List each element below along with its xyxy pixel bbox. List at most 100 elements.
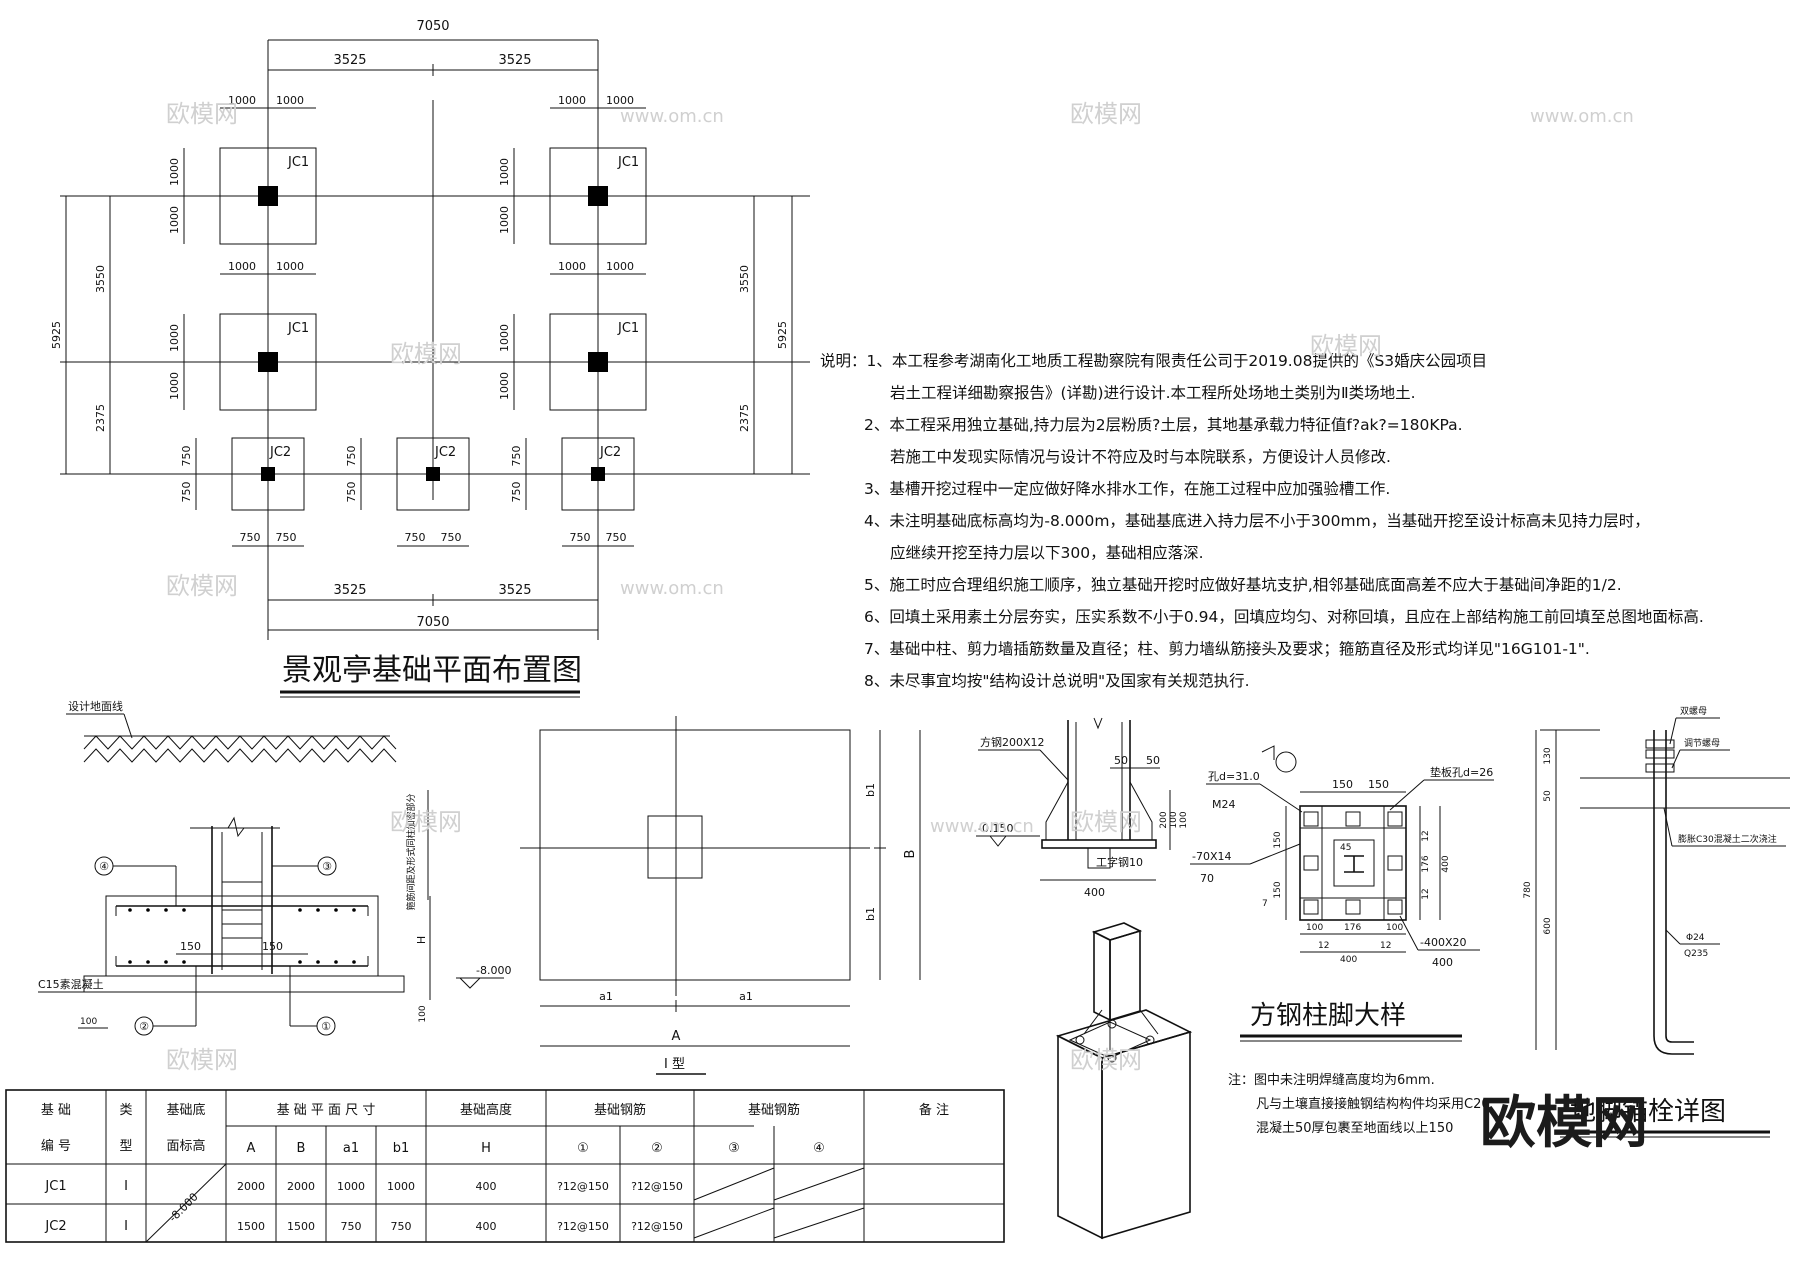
- th-sub-B: B: [297, 1141, 306, 1156]
- dim-v-750-b: 750: [180, 482, 193, 503]
- watermark-2: 欧模网: [1070, 100, 1142, 128]
- dim-b1-top: b1: [864, 783, 877, 797]
- td-row1-r1: ?12@150: [557, 1180, 609, 1193]
- note-line-3: 2、本工程采用独立基础,持力层为2层粉质?土层，其地基承载力特征值f?ak?=1…: [864, 416, 1463, 434]
- watermark-3: 欧模网: [390, 340, 462, 368]
- th-type-2: 型: [119, 1139, 132, 1154]
- th-sub-1: ①: [577, 1141, 589, 1156]
- dim-3550-right: 3550: [738, 265, 751, 293]
- dim-half-bottom-left: 3525: [333, 583, 366, 598]
- callout-2: ②: [139, 1020, 149, 1033]
- dim-v-750-f: 750: [510, 482, 523, 503]
- th-note: 备 注: [919, 1102, 949, 1118]
- dim-v-1000-c: 1000: [498, 158, 511, 186]
- rebar-dots: [128, 908, 356, 964]
- weld-note-3: 混凝土50厚包裹至地面线以上150: [1256, 1120, 1453, 1136]
- dim-200: 200: [1159, 811, 1169, 828]
- dim-5925-right: 5925: [776, 321, 789, 349]
- watermark-url-4: www.om.cn: [930, 816, 1034, 837]
- td-row2-a1: 750: [341, 1220, 362, 1233]
- dim-v-1000-f: 1000: [168, 372, 181, 400]
- dim-750-d: 750: [441, 531, 462, 544]
- anchor-bolt-detail: 130 50 780 600 双螺母 调节螺母 膨胀C30混凝土二次浇注 Φ24…: [1523, 706, 1790, 1138]
- plate-label: -70X14: [1192, 850, 1232, 863]
- th-sub-A: A: [247, 1141, 256, 1156]
- ground-line-label: 设计地面线: [68, 699, 123, 713]
- dim-750-a: 750: [240, 531, 261, 544]
- dim-v-1000-h: 1000: [498, 372, 511, 400]
- dim-v-1000-a: 1000: [168, 158, 181, 186]
- td-row1-B: 2000: [287, 1180, 315, 1193]
- th-elev-2: 面标高: [166, 1138, 205, 1154]
- dim-total-top: 7050: [416, 19, 449, 34]
- watermarks: 欧模网 欧模网 欧模网 欧模网 欧模网 欧模网 欧模网 欧模网 欧模网 www.…: [166, 100, 1648, 1156]
- dim-400-base: 400: [1432, 956, 1453, 969]
- dim-750-f: 750: [606, 531, 627, 544]
- dim-150-left-b: 150: [1273, 881, 1283, 898]
- label-jc1-b: JC1: [617, 155, 639, 170]
- th-sub-b1: b1: [393, 1141, 410, 1156]
- plan-title: 景观亭基础平面布置图: [282, 653, 582, 688]
- note-line-1: 说明：1、本工程参考湖南化工地质工程勘察院有限责任公司于2019.08提供的《S…: [820, 351, 1487, 370]
- dim-v-750-c: 750: [345, 446, 358, 467]
- callout-3: ③: [322, 860, 332, 873]
- dim-a1-right: a1: [739, 990, 753, 1003]
- dim-A: A: [672, 1029, 681, 1044]
- td-row1-type: I: [124, 1179, 128, 1194]
- dim-750-b: 750: [276, 531, 297, 544]
- column-foot-title: 方钢柱脚大样: [1250, 1001, 1406, 1031]
- lean-concrete: [83, 975, 405, 993]
- dim-150-top-b: 150: [1368, 778, 1389, 791]
- td-row1-r2: ?12@150: [631, 1180, 683, 1193]
- weld-note: 注：图中未注明焊缝高度均为6mm. 凡与土壤直接接触钢结构构件均采用C20 混凝…: [1228, 1072, 1490, 1136]
- dim-12-h-a: 12: [1318, 941, 1329, 951]
- label-jc1-d: JC1: [617, 321, 639, 336]
- dim-7: 7: [1262, 899, 1268, 909]
- label-jc2-b: JC2: [434, 445, 456, 460]
- th-sub-4: ④: [813, 1141, 825, 1156]
- watermark-url-1: www.om.cn: [620, 106, 724, 127]
- dim-12-b: 12: [1421, 888, 1431, 899]
- note-line-4: 若施工中发现实际情况与设计不符应及时与本院联系，方便设计人员修改.: [890, 447, 1391, 466]
- dim-130: 130: [1543, 747, 1553, 764]
- note-line-9: 6、回填土采用素土分层夯实，压实系数不小于0.94，回填应均匀、对称回填，且应在…: [864, 607, 1704, 626]
- dim-750-e: 750: [570, 531, 591, 544]
- dim-v-1000-b: 1000: [168, 206, 181, 234]
- dim-12-a: 12: [1421, 830, 1431, 841]
- dim-150-top-a: 150: [1332, 778, 1353, 791]
- th-sub-2: ②: [651, 1141, 663, 1156]
- base-plate: [1299, 805, 1407, 921]
- watermark-7: 欧模网: [166, 1046, 238, 1074]
- dim-v-750-e: 750: [510, 446, 523, 467]
- dim-100-bottom: 100: [80, 1017, 97, 1027]
- td-row2-r1: ?12@150: [557, 1220, 609, 1233]
- td-elev: -8.000: [166, 1190, 200, 1224]
- th-size: 基 础 平 面 尺 寸: [277, 1103, 376, 1118]
- label-jc1-a: JC1: [287, 155, 309, 170]
- m24-label: M24: [1212, 798, 1236, 811]
- type-i-plan: a1 a1 A b1 b1 B I 型: [520, 716, 921, 1075]
- dim-1000-a: 1000: [228, 94, 256, 107]
- th-bar-1: 基础钢筋: [594, 1102, 646, 1118]
- hole-label: 孔d=31.0: [1208, 770, 1260, 783]
- watermark-logo: 欧模网: [1480, 1091, 1648, 1156]
- watermark-5: 欧模网: [166, 572, 238, 600]
- dim-1000-e: 1000: [228, 260, 256, 273]
- foundation-plan: 7050 3525 3525 JC1 JC1 JC1 JC1 JC2 JC2 J…: [50, 19, 810, 698]
- jc1-box-mr: [549, 313, 647, 411]
- column-foot-elevation: 方钢200X12 工字钢10 400 -0.150 50 50 200 100 …: [976, 717, 1189, 899]
- jc2-box-r: [561, 437, 635, 511]
- td-row1-b1: 1000: [387, 1180, 415, 1193]
- bolt-dia: Φ24: [1686, 933, 1705, 943]
- note-line-2: 岩土工程详细勘察报告》(详勘)进行设计.本工程所处场地土类别为Ⅱ类场地土.: [890, 384, 1416, 402]
- dim-v-1000-g: 1000: [498, 324, 511, 352]
- th-sub-3: ③: [728, 1141, 740, 1156]
- watermark-url-3: www.om.cn: [620, 578, 724, 599]
- dim-50-b: 50: [1146, 754, 1160, 767]
- footing-outline: [105, 895, 379, 977]
- bolt-holes: [1303, 811, 1403, 915]
- td-row2-type: I: [124, 1219, 128, 1234]
- dim-v-1000-d: 1000: [498, 206, 511, 234]
- anchor-bolt-title: 地脚锚栓详图: [1570, 1097, 1726, 1127]
